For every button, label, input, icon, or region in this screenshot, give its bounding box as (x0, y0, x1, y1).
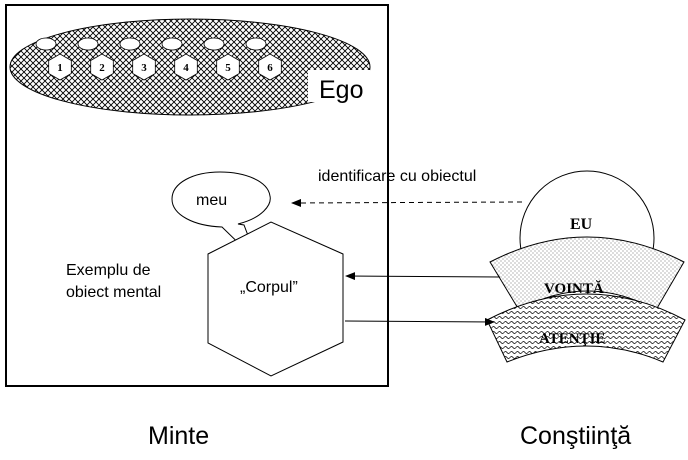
consciousness-group: EU VOINŢĂ ATENŢIE (486, 170, 686, 363)
identification-arrow (291, 198, 523, 207)
ego-item-bubble (203, 37, 225, 51)
will-label: VOINŢĂ (544, 280, 604, 297)
ego-item: 5 (203, 37, 240, 81)
ego-item-bubble (77, 37, 99, 51)
will-arc (489, 236, 685, 311)
object-to-attention-arrow (344, 317, 495, 326)
ego-item: 6 (245, 37, 282, 81)
ego-label: Ego (319, 76, 363, 104)
bubble-label: meu (196, 192, 227, 209)
ego-item-hexagon (174, 53, 198, 81)
ego-item-hexagon (132, 53, 156, 81)
will-to-object-arrow (345, 272, 501, 281)
ego-item-bubble (161, 37, 183, 51)
ego-item: 2 (77, 37, 114, 81)
attention-arc (486, 293, 686, 363)
ego-item-bubble (119, 37, 141, 51)
ego-item: 3 (119, 37, 156, 81)
ego-label-background (308, 70, 370, 102)
ego-item-label: 4 (183, 62, 189, 74)
mind-label: Minte (148, 422, 209, 450)
example-label-line1: Exemplu de (66, 262, 151, 279)
object-hexagon (207, 221, 344, 377)
ego-group: Ego 1 2 3 4 5 6 (9, 18, 371, 116)
ego-item-bubble (35, 37, 57, 51)
ego-item: 1 (35, 37, 72, 81)
ego-items: 1 2 3 4 5 6 (35, 37, 282, 81)
ego-item-label: 5 (225, 62, 231, 74)
object-label: „Corpul” (240, 279, 298, 296)
ego-item-label: 2 (99, 62, 105, 74)
ego-item: 4 (161, 37, 198, 81)
consciousness-label: Conştiinţă (520, 422, 631, 450)
ego-item-bubble (245, 37, 267, 51)
ego-item-label: 1 (57, 62, 63, 74)
example-label-line2: obiect mental (66, 284, 161, 301)
ego-item-hexagon (90, 53, 114, 81)
ego-item-label: 6 (267, 62, 273, 74)
ego-item-hexagon (258, 53, 282, 81)
ego-item-label: 3 (141, 62, 147, 74)
ego-item-hexagon (216, 53, 240, 81)
ego-item-hexagon (48, 53, 72, 81)
attention-label: ATENŢIE (539, 331, 605, 347)
identification-label: identificare cu obiectul (318, 168, 476, 185)
eu-label: EU (570, 216, 593, 233)
